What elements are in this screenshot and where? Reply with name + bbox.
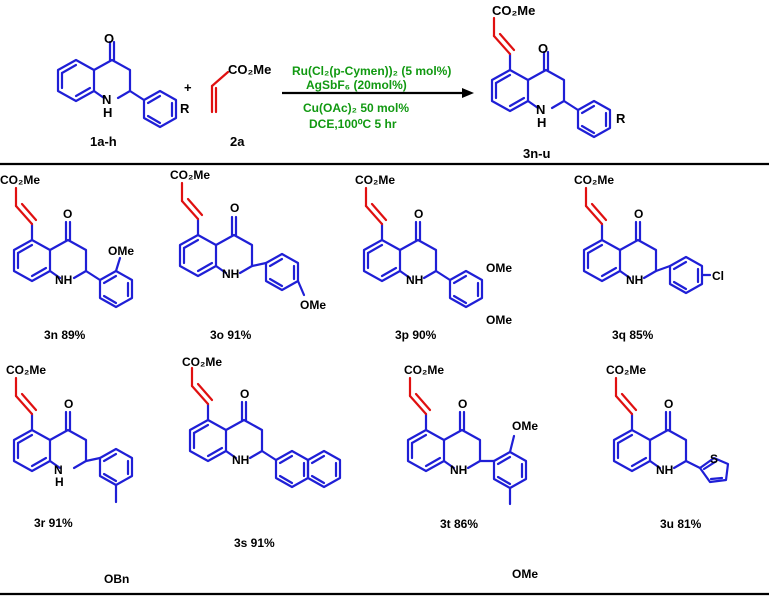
compound-3r: CO₂Me O N H OBn 3r 91% [6, 363, 134, 586]
oxygen-3p: O [414, 207, 423, 221]
sulfur-3u: S [710, 452, 718, 466]
nh-3t: NH [450, 463, 467, 477]
product-acrylate: CO₂Me [492, 3, 535, 18]
substituent-3o: OMe [300, 298, 326, 312]
sm2-label: 2a [230, 134, 245, 149]
label-3r: 3r 91% [34, 516, 73, 530]
substituent-3n: OMe [108, 244, 134, 258]
substituent-3p-1: OMe [486, 261, 512, 275]
starting-material-2: CO₂Me 2a [210, 62, 271, 149]
nh-3q: NH [626, 273, 643, 287]
condition-additive: AgSbF₆ (20mol%) [306, 78, 407, 92]
label-3t: 3t 86% [440, 517, 478, 531]
label-3p: 3p 90% [395, 328, 437, 342]
reaction-arrow [282, 88, 474, 98]
acrylate-3r: CO₂Me [6, 363, 46, 377]
acrylate-3o: CO₂Me [170, 168, 210, 182]
oxygen-3u: O [664, 397, 673, 411]
label-3s: 3s 91% [234, 536, 275, 550]
substituent-3q: Cl [712, 269, 724, 283]
hydrogen-3r: H [55, 475, 64, 489]
compound-3o: CO₂Me O NH OMe 3o 91% [170, 168, 326, 342]
nh-3s: NH [232, 453, 249, 467]
substituent-3r: OBn [104, 572, 129, 586]
compound-3p: CO₂Me O NH OMe OMe 3p 90% [355, 173, 512, 342]
sm1-hydrogen: H [103, 105, 112, 120]
label-3n: 3n 89% [44, 328, 86, 342]
compound-3q: CO₂Me O NH Cl 3q 85% [574, 173, 724, 342]
product-hydrogen: H [537, 115, 546, 130]
condition-solvent-temp: DCE,100⁰C 5 hr [309, 117, 397, 131]
substituent-3t-2: OMe [512, 567, 538, 581]
acrylate-3n: CO₂Me [0, 173, 40, 187]
acrylate-3t: CO₂Me [404, 363, 444, 377]
oxygen-3s: O [240, 387, 249, 401]
substituent-3t-1: OMe [512, 419, 538, 433]
label-3o: 3o 91% [210, 328, 252, 342]
label-3q: 3q 85% [612, 328, 654, 342]
oxygen-3r: O [64, 397, 73, 411]
compound-3n: CO₂Me O NH OMe 3n 89% [0, 173, 134, 342]
substituent-3p-2: OMe [486, 313, 512, 327]
compound-3s: CO₂Me O NH 3s 91% [182, 355, 342, 550]
oxygen-3q: O [634, 207, 643, 221]
acrylate-3u: CO₂Me [606, 363, 646, 377]
nh-3o: NH [222, 267, 239, 281]
product-label: 3n-u [523, 146, 551, 161]
oxygen-3n: O [63, 207, 72, 221]
sm1-oxygen: O [104, 31, 114, 46]
acrylate-3q: CO₂Me [574, 173, 614, 187]
sm2-acrylate: CO₂Me [228, 62, 271, 77]
plus-sign: + [184, 80, 192, 95]
oxygen-3o: O [230, 201, 239, 215]
acrylate-3s: CO₂Me [182, 355, 222, 369]
acrylate-3p: CO₂Me [355, 173, 395, 187]
nitrogen-3r: N [54, 463, 63, 477]
oxygen-3t: O [458, 397, 467, 411]
starting-material-1: O N H R 1a-h [56, 31, 190, 149]
product-general: CO₂Me O N H R 3n-u [490, 3, 626, 161]
nh-3u: NH [656, 463, 673, 477]
nh-3p: NH [406, 273, 423, 287]
sm1-nitrogen: N [102, 92, 111, 107]
product-r-group: R [616, 111, 626, 126]
compound-3u: CO₂Me O NH S 3u 81% [606, 363, 730, 531]
compound-3t: CO₂Me O NH OMe OMe 3t 86% [404, 363, 538, 581]
condition-catalyst: Ru(Cl₂(p-Cymen))₂ (5 mol%) [292, 64, 451, 78]
product-oxygen: O [538, 41, 548, 56]
nh-3n: NH [55, 273, 72, 287]
label-3u: 3u 81% [660, 517, 702, 531]
sm1-label: 1a-h [90, 134, 117, 149]
sm1-r-group: R [180, 101, 190, 116]
product-nitrogen: N [536, 102, 545, 117]
condition-oxidant: Cu(OAc)₂ 50 mol% [303, 101, 409, 115]
